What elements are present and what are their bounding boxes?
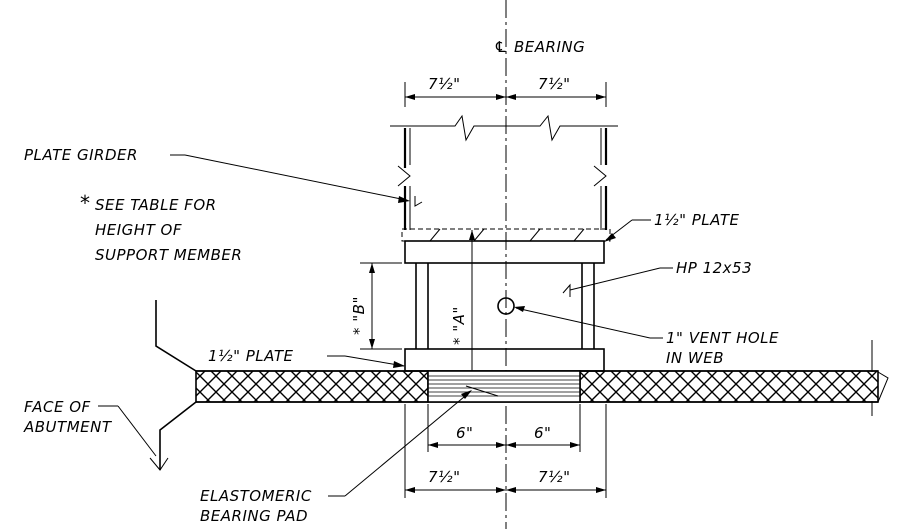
- elastomeric-pad: [427, 370, 581, 403]
- pad-dim-right: 6": [534, 424, 551, 442]
- dim-a-label: * "A": [450, 306, 468, 345]
- hp-support-member: [415, 263, 595, 349]
- face-of-abutment-line2: ABUTMENT: [23, 418, 113, 436]
- pad-label-line1: ELASTOMERIC: [200, 487, 312, 505]
- abutment-seat: [195, 340, 889, 416]
- vent-hole-leader: [514, 306, 663, 339]
- plate-girder-leader: [170, 154, 410, 203]
- cl-symbol: ℄: [494, 38, 508, 56]
- bottom-plate: [404, 348, 605, 372]
- see-table-line2: HEIGHT OF: [95, 221, 182, 239]
- hp-section-label: HP 12x53: [676, 259, 752, 277]
- vent-hole-label-line2: IN WEB: [666, 349, 724, 367]
- face-of-abutment-line1: FACE OF: [24, 398, 91, 416]
- pad-dim-left: 6": [456, 424, 473, 442]
- abutment-face: [149, 300, 197, 471]
- pad-dimension: 6" 6": [427, 404, 581, 452]
- bottom-dim-left: 7½": [428, 468, 460, 486]
- see-table-line3: SUPPORT MEMBER: [95, 246, 242, 264]
- top-dim-left: 7½": [428, 75, 460, 93]
- vent-hole: [497, 297, 515, 315]
- see-table-line1: SEE TABLE FOR: [95, 196, 217, 214]
- plate-girder-label: PLATE GIRDER: [24, 146, 138, 164]
- top-dim-right: 7½": [538, 75, 570, 93]
- bottom-dimension: 7½" 7½": [404, 404, 607, 498]
- dim-b-label: * "B": [350, 296, 368, 335]
- bottom-dim-right: 7½": [538, 468, 570, 486]
- vent-hole-label-line1: 1" VENT HOLE: [666, 329, 779, 347]
- top-plate-leader: [604, 219, 651, 242]
- cl-bearing-label: BEARING: [514, 38, 585, 56]
- top-plate-label: 1½" PLATE: [654, 211, 739, 229]
- hp-leader: [569, 267, 673, 291]
- top-dimension: 7½" 7½": [404, 75, 607, 107]
- pad-label-line2: BEARING PAD: [200, 507, 308, 525]
- bottom-plate-leader: [327, 355, 405, 368]
- dimension-b: * "B": [350, 262, 402, 350]
- face-of-abutment-leader: [98, 405, 157, 457]
- bottom-plate-label: 1½" PLATE: [208, 347, 293, 365]
- top-plate: [404, 240, 605, 264]
- pad-leader: [328, 390, 472, 497]
- plate-girder: [390, 114, 618, 242]
- see-table-asterisk: *: [80, 191, 91, 215]
